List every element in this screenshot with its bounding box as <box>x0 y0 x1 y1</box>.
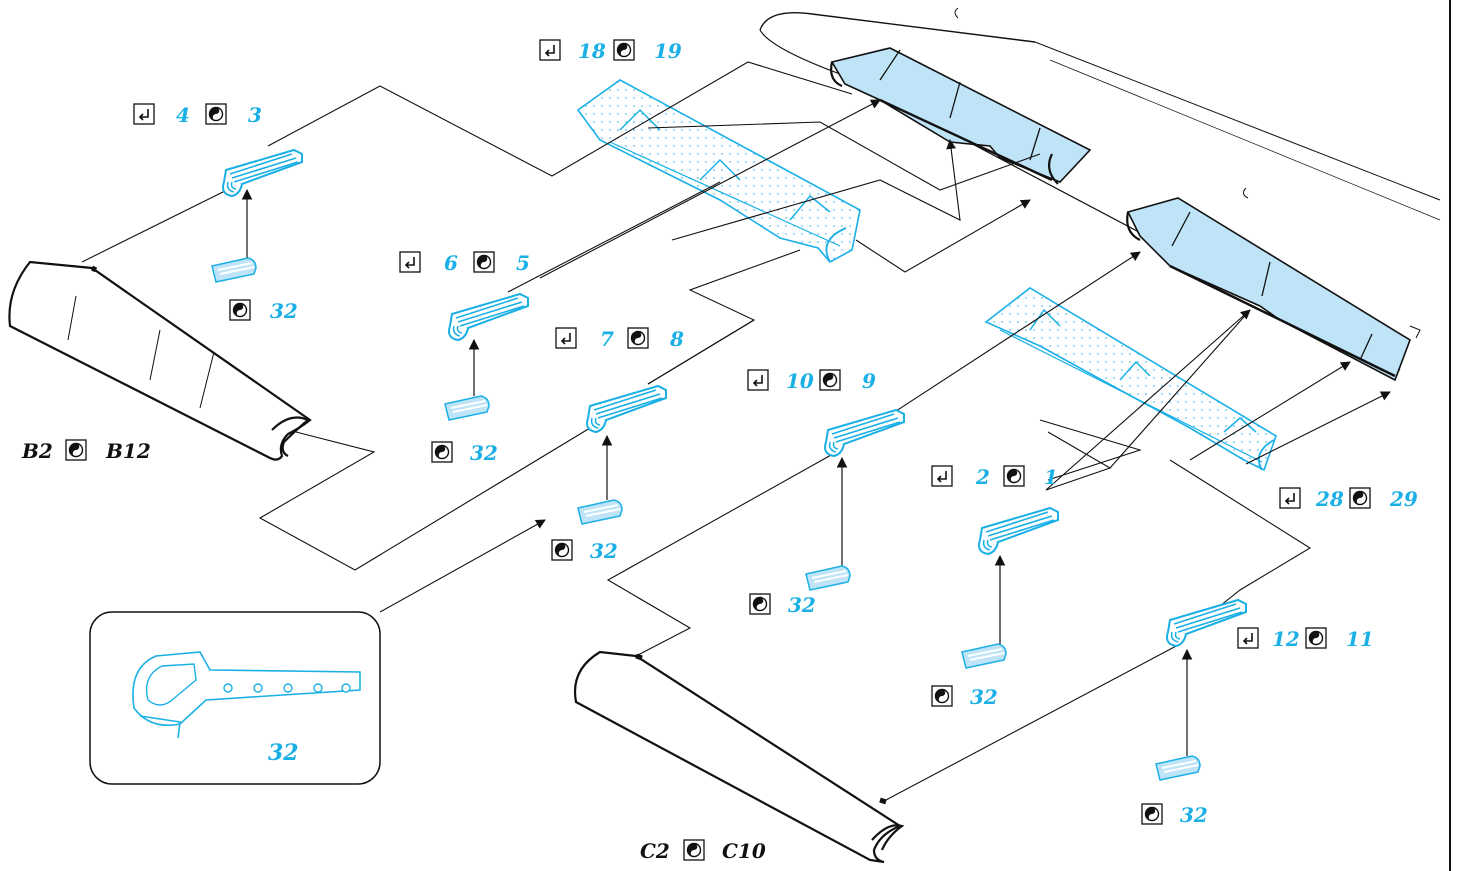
inset-label-32: 32 <box>268 740 299 766</box>
pe-tab-32 <box>211 257 257 283</box>
pe-hinge-part-12 <box>1166 599 1247 647</box>
pe-flap-panel-upper <box>576 79 861 264</box>
yin-yang-glue-icon <box>431 441 453 463</box>
pe-hinge-part-2 <box>978 507 1059 555</box>
label-8: 8 <box>669 327 684 351</box>
bend-fold-icon <box>399 251 421 273</box>
label-32: 32 <box>788 593 816 617</box>
label-28: 28 <box>1315 487 1344 511</box>
bend-fold-icon <box>539 39 561 61</box>
label-2: 2 <box>975 465 990 489</box>
label-32: 32 <box>970 685 998 709</box>
wing-flap-segment <box>830 47 1092 183</box>
label-4: 4 <box>176 103 190 127</box>
bend-fold-icon <box>747 369 769 391</box>
label-32: 32 <box>470 441 498 465</box>
yin-yang-glue-icon <box>551 539 573 561</box>
yin-yang-glue-icon <box>1141 803 1163 825</box>
pe-tab-32 <box>444 395 490 421</box>
pe-hinge-part-4 <box>222 149 303 197</box>
label-c10: C10 <box>722 839 766 863</box>
yin-yang-glue-icon <box>229 299 251 321</box>
yin-yang-glue-icon <box>819 369 841 391</box>
label-6: 6 <box>444 251 458 275</box>
yin-yang-glue-icon <box>749 593 771 615</box>
pe-tab-32 <box>1155 755 1201 781</box>
pe-hinge-part-6 <box>448 293 529 341</box>
label-3: 3 <box>248 103 262 127</box>
label-7: 7 <box>600 327 614 351</box>
yin-yang-glue-icon <box>473 251 495 273</box>
yin-yang-glue-icon <box>1349 487 1371 509</box>
label-32: 32 <box>1180 803 1208 827</box>
pe-tab-32 <box>577 499 623 525</box>
bend-fold-icon <box>931 465 953 487</box>
yin-yang-glue-icon <box>627 327 649 349</box>
yin-yang-glue-icon <box>205 103 227 125</box>
bend-fold-icon <box>133 103 155 125</box>
label-9: 9 <box>862 369 876 393</box>
label-10: 10 <box>786 369 814 393</box>
label-32: 32 <box>590 539 618 563</box>
yin-yang-glue-icon <box>613 39 635 61</box>
pe-flap-panel-lower <box>984 287 1277 472</box>
detail-inset: 32 <box>89 611 381 785</box>
yin-yang-glue-icon <box>931 685 953 707</box>
bend-fold-icon <box>555 327 577 349</box>
label-b2: B2 <box>21 439 53 463</box>
label-19: 19 <box>654 39 682 63</box>
pe-hinge-part-7 <box>586 385 667 433</box>
vertical-arrows <box>241 188 1193 756</box>
yin-yang-glue-icon <box>1305 627 1327 649</box>
yin-yang-glue-icon <box>683 839 705 861</box>
yin-yang-glue-icon <box>1003 465 1025 487</box>
flap-part-c <box>573 650 905 864</box>
pe-tab-32 <box>805 565 851 591</box>
label-32: 32 <box>270 299 298 323</box>
label-11: 11 <box>1346 627 1374 651</box>
main-wing <box>759 7 1441 382</box>
pe-tab-32 <box>961 643 1007 669</box>
yin-yang-glue-icon <box>65 439 87 461</box>
leader-lines <box>81 61 1391 801</box>
bend-fold-icon <box>1237 627 1259 649</box>
bend-fold-icon <box>1279 487 1301 509</box>
label-18: 18 <box>578 39 606 63</box>
label-29: 29 <box>1389 487 1418 511</box>
label-5: 5 <box>516 251 530 275</box>
label-c2: C2 <box>640 839 670 863</box>
callout-labels: 4 3 18 19 6 5 7 8 10 9 2 1 28 29 <box>21 39 1418 863</box>
label-b12: B12 <box>105 439 151 463</box>
label-1: 1 <box>1044 465 1058 489</box>
label-12: 12 <box>1272 627 1300 651</box>
flap-part-b <box>8 260 312 461</box>
pe-hinge-part-10 <box>824 409 905 457</box>
